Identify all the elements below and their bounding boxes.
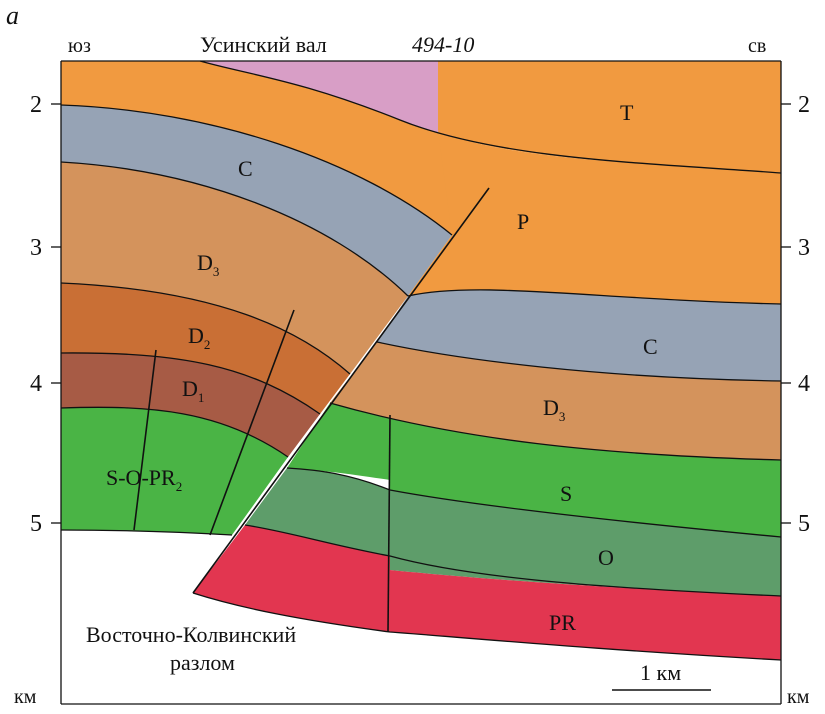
- label-D2-base: D: [188, 323, 204, 348]
- boundary-D3-D2-west: [60, 282, 351, 375]
- layer-D3-east: [330, 342, 781, 460]
- fault-name-line1: Восточно-Колвинский: [86, 622, 296, 647]
- label-PR: PR: [549, 610, 576, 635]
- profile-id: 494-10: [412, 32, 474, 57]
- boundary-P-C-west: [60, 104, 453, 236]
- layer-P-east-lower: [408, 130, 781, 304]
- layer-C-east: [377, 289, 781, 381]
- label-D1: D1: [182, 376, 204, 405]
- eastern-block: [193, 61, 781, 660]
- boundary-D1-S-west: [60, 406, 289, 458]
- depth-unit-right: км: [787, 686, 810, 708]
- label-D2: D2: [188, 323, 210, 352]
- depth-label-left-4: 4: [30, 371, 42, 397]
- boundary-PR-base: [192, 592, 782, 661]
- depth-label-right-5: 5: [798, 511, 810, 537]
- fault-minor-2: [133, 349, 157, 531]
- layer-O-east: [245, 468, 781, 596]
- depth-label-right-2: 2: [798, 92, 810, 118]
- label-D3-east: D3: [543, 395, 565, 424]
- direction-sw: юз: [68, 35, 91, 57]
- label-SOPR-sub: 2: [176, 479, 183, 494]
- main-fault: [192, 187, 490, 594]
- depth-label-left-3: 3: [30, 235, 42, 261]
- label-SOPR-base: S-O-PR: [106, 465, 176, 490]
- label-S: S: [560, 481, 572, 506]
- layer-SOPR-west: [61, 407, 288, 535]
- boundary-D3-S-east: [329, 402, 782, 461]
- boundary-T-P: [199, 60, 782, 174]
- panel-letter: a: [6, 1, 19, 30]
- label-D1-sub: 1: [198, 390, 205, 405]
- layer-D3-west: [61, 162, 408, 374]
- fault-name-line2: разлом: [170, 650, 235, 675]
- label-D1-base: D: [182, 376, 198, 401]
- depth-label-right-4: 4: [798, 371, 810, 397]
- boundary-C-D3-east: [376, 341, 782, 382]
- label-D3-west-sub: 3: [213, 264, 220, 279]
- label-D2-sub: 2: [204, 337, 211, 352]
- label-C-east: C: [643, 334, 658, 359]
- label-D3-east-sub: 3: [559, 409, 566, 424]
- boundary-lines: [60, 60, 782, 661]
- label-C-west: C: [238, 156, 253, 181]
- label-T: T: [620, 100, 634, 125]
- fault-lines: [133, 187, 490, 633]
- depth-unit-left: км: [14, 686, 37, 708]
- depth-label-right-3: 3: [798, 235, 810, 261]
- direction-ne: св: [748, 35, 766, 57]
- boundary-C-D3-west: [60, 161, 409, 297]
- layer-P-east: [438, 61, 781, 173]
- layer-C-west: [61, 105, 452, 296]
- label-D3-west: D3: [197, 250, 219, 279]
- label-P: P: [517, 209, 529, 234]
- boundary-D2-D1-west: [60, 352, 321, 415]
- label-SOPR: S-O-PR2: [106, 465, 182, 494]
- boundary-S-O-east: [286, 467, 782, 538]
- structure-name: Усинский вал: [200, 32, 327, 57]
- fault-minor-3: [387, 414, 391, 633]
- boundary-O-PR-east: [244, 524, 782, 597]
- layer-D2-west: [61, 283, 350, 414]
- label-D3-west-base: D: [197, 250, 213, 275]
- boundary-P-C-east: [407, 289, 782, 305]
- depth-label-left-2: 2: [30, 92, 42, 118]
- layer-P-west: [61, 61, 452, 235]
- depth-ticks: [51, 103, 791, 524]
- label-O: O: [598, 545, 614, 570]
- scale-bar-label: 1 км: [640, 660, 681, 685]
- boundary-west-base: [60, 529, 233, 536]
- fault-minor-1: [209, 309, 295, 536]
- label-D3-east-base: D: [543, 395, 559, 420]
- layer-PR-east: [193, 525, 781, 660]
- depth-label-left-5: 5: [30, 511, 42, 537]
- layer-S-east: [287, 403, 781, 537]
